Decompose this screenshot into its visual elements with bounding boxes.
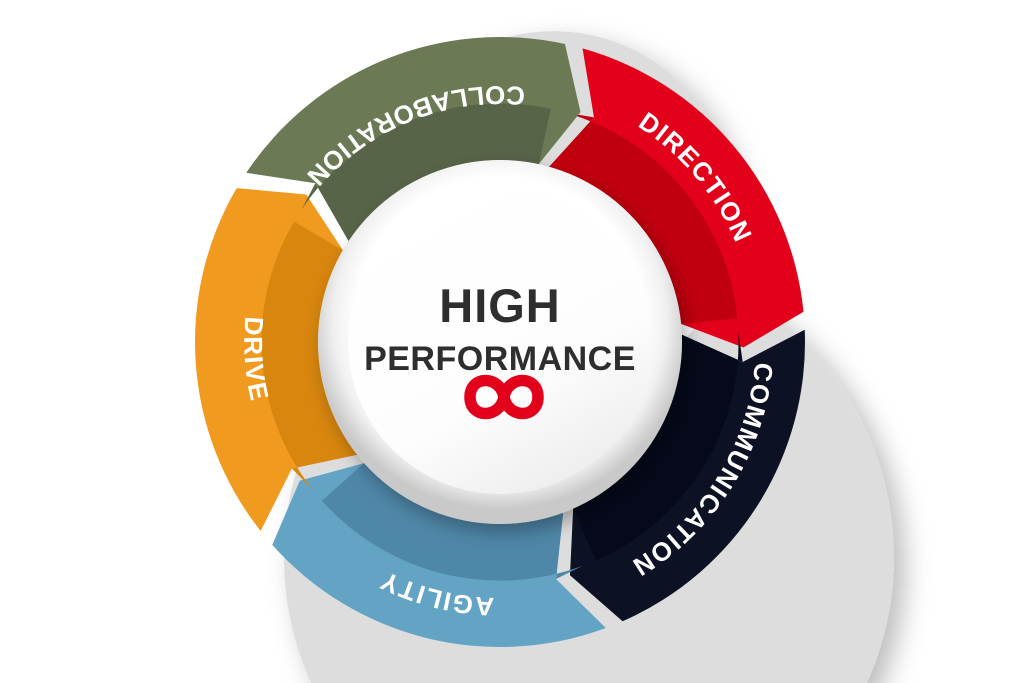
center-hub <box>318 160 682 524</box>
center-subtitle: PERFORMANCE <box>364 340 636 378</box>
segment-shade-agility <box>321 463 583 581</box>
segment-shade-collaboration <box>301 103 551 242</box>
segment-shade-drive <box>261 221 358 490</box>
infinity-symbol <box>464 374 544 420</box>
segments-group <box>194 36 805 648</box>
infinity-glyph <box>464 374 544 420</box>
segment-label-drive: DRIVE <box>238 316 275 405</box>
center-text-group: HIGH PERFORMANCE <box>364 279 636 420</box>
segment-shade-communication <box>573 332 743 561</box>
segment-shade-direction <box>549 112 738 324</box>
center-title: HIGH <box>439 279 561 332</box>
